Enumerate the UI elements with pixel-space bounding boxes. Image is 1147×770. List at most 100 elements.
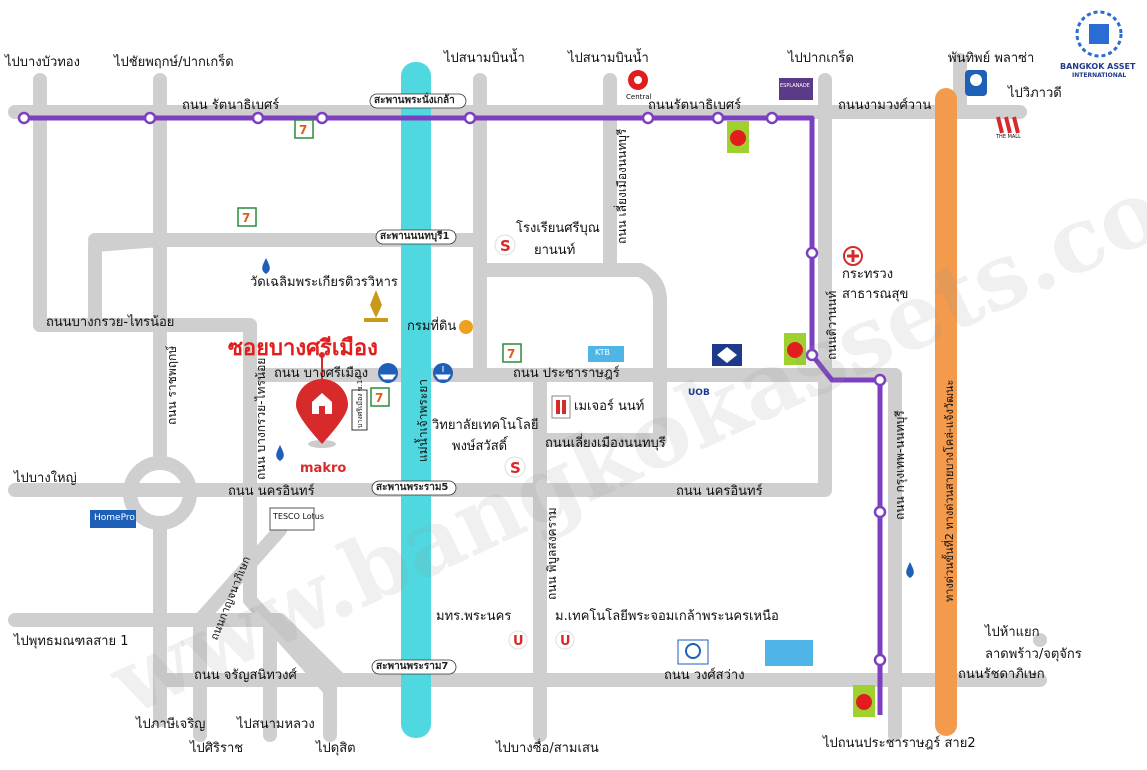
road-label-tiwanon: ถนนติวานนท์: [825, 290, 839, 360]
dest-ha-yaek: ไปห้าแยก: [985, 625, 1040, 640]
place-ministry-2: สาธารณสุข: [842, 287, 909, 302]
dest-chaiyaphruek: ไปชัยพฤกษ์/ปากเกร็ด: [114, 55, 234, 70]
dest-siriraj: ไปศิริราช: [190, 741, 244, 756]
place-college: วิทยาลัยเทคโนโลยี: [432, 418, 539, 433]
tesco-icon: [269, 507, 315, 531]
station: [641, 111, 655, 125]
road-label-krungthep-nonthaburi: ถนน กรุงเทพ-นนทบุรี: [893, 410, 907, 520]
seven-eleven-icon: [370, 387, 390, 407]
station: [873, 373, 887, 387]
place-ktb: KTB: [595, 348, 610, 357]
fuel-icon: [262, 258, 270, 274]
the-mall-icon: [996, 116, 1020, 134]
company-sub: INTERNATIONAL: [1072, 72, 1127, 79]
company-logo-icon: [1075, 10, 1123, 58]
page-title: ซอยบางศรีเมือง: [228, 336, 378, 361]
place-uob: UOB: [688, 388, 710, 398]
bridge-label-rama7: สะพานพระราม7: [376, 661, 449, 672]
ktb-icon: [588, 346, 624, 362]
university-icons: [508, 630, 575, 650]
dest-sanam-luang: ไปสนามหลวง: [237, 717, 315, 732]
road-label-charan: ถนน จรัญสนิทวงศ์: [194, 668, 297, 683]
bridge-label-nonthaburi1: สะพานนนทบุรี1: [380, 231, 450, 242]
station: [873, 505, 887, 519]
station: [873, 653, 887, 667]
place-the-mall: THE MALL: [996, 134, 1021, 140]
dest-bang-bua-thong: ไปบางบัวทอง: [5, 55, 80, 70]
road-label-expressway: ทางด่วนขั้นที่2 ทางด่วนสายบางโคล่-แจ้งวั…: [943, 379, 956, 602]
dest-phutthamonthon: ไปพุทธมณฑลสาย 1: [14, 634, 129, 649]
purple-line: [20, 115, 883, 715]
road-label-ratchaphruek: ถนน ราชพฤกษ์: [165, 345, 179, 425]
dest-bang-sue: ไปบางซื่อ/สามเสน: [496, 741, 599, 756]
road-nakhon-in: [8, 368, 832, 497]
place-school-2: ยานนท์: [534, 243, 576, 258]
dest-phasi-charoen: ไปภาษีเจริญ: [136, 717, 206, 732]
dest-prachachuen2: ไปถนนประชาราษฎร์ สาย2: [823, 736, 976, 751]
place-central: Central: [626, 93, 652, 101]
station: [315, 111, 329, 125]
road-network: [8, 53, 1047, 742]
ktb-icon-2: [765, 640, 813, 666]
road-label-phibunsongkhram: ถนน พิบูลสงคราม: [545, 507, 559, 600]
roundabout: [123, 456, 197, 530]
road-label-wongsawang: ถนน วงศ์สว่าง: [664, 668, 745, 683]
purple-line-stations: [17, 111, 887, 667]
road-label-rattanathibet-w: ถนน รัตนาธิเบศร์: [182, 98, 280, 113]
road-charan-wongsawang: [8, 613, 1047, 687]
road-label-pracharat: ถนน ประชาราษฎร์: [513, 366, 620, 381]
road-label-nakhon-in-w: ถนน นครอินทร์: [228, 484, 315, 499]
dest-airport-2: ไปสนามบินน้ำ: [568, 51, 649, 66]
place-homepro: HomePro: [94, 513, 135, 523]
soi-sign: [351, 389, 368, 431]
station: [805, 348, 819, 362]
place-tesco: TESCO Lotus: [273, 512, 325, 521]
road-label-nakhon-in-e: ถนน นครอินทร์: [676, 484, 763, 499]
seven-eleven-icons: [237, 119, 522, 407]
bridge-label-rama5: สะพานพระราม5: [376, 482, 449, 493]
road-label-bang-kruai: ถนนบางกรวย-ไทรน้อย: [46, 315, 175, 330]
place-wat: วัดเฉลิมพระเกียรติวรวิหาร: [250, 275, 398, 290]
dest-airport-1: ไปสนามบินน้ำ: [444, 51, 525, 66]
svg-text:7: 7: [375, 391, 383, 405]
place-makro: makro: [300, 461, 347, 476]
place-major: เมเจอร์ นนท์: [574, 399, 645, 414]
place-phantip: พันทิพย์ พลาซ่า: [948, 51, 1035, 66]
expressway-line: [935, 88, 957, 736]
road-label-liang-mueang: ถนนเลี่ยงเมืองนนทบุรี: [545, 436, 666, 451]
road-label-bang-si-mueang: ถนน บางศรีเมือง: [274, 366, 369, 381]
company-name: BANGKOK ASSET: [1060, 62, 1136, 71]
fuel-icon: [276, 445, 284, 461]
road-label-liang-mueang-v: ถนน เลี่ยงเมืองนนทบุรี: [615, 128, 629, 244]
central-icon: [628, 70, 648, 90]
temple-icon: [364, 290, 388, 322]
dest-pak-kret: ไปปากเกร็ด: [788, 51, 854, 66]
shell-icons: [494, 234, 526, 478]
place-school: โรงเรียนศรีบุณ: [516, 221, 600, 236]
place-rmutp: มทร.พระนคร: [436, 609, 512, 624]
big-c-icons: [727, 121, 875, 717]
land-dept-dot: [459, 320, 473, 334]
station: [711, 111, 725, 125]
dest-bang-yai: ไปบางใหญ่: [14, 471, 77, 486]
home-icon: [312, 393, 332, 414]
bridge-plate: [371, 480, 457, 496]
place-land-dept: กรมที่ดิน: [407, 319, 457, 334]
ferry-icon: [378, 363, 398, 383]
road-label-rattanathibet-e: ถนนรัตนาธิเบศร์: [648, 98, 742, 113]
bridge-plate: [371, 659, 457, 675]
station: [765, 111, 779, 125]
major-icon: [551, 395, 571, 419]
svg-text:U: U: [560, 634, 571, 649]
svg-text:S: S: [500, 237, 511, 255]
fuel-icons: [262, 258, 914, 578]
place-esplanade: ESPLANADE: [780, 83, 810, 89]
road-label-bang-kruai-v: ถนน บางกรวย-ไทรน้อย: [254, 357, 268, 480]
place-college-2: พงษ์สวัสดิ์: [452, 439, 508, 454]
river-label: แม่น้ำเจ้าพระยา: [416, 378, 430, 462]
dest-vibhavadi: ไปวิภาวดี: [1008, 86, 1062, 101]
soi-sign-label: บางศรีเมือง ซ.14: [356, 375, 364, 428]
svg-text:7: 7: [299, 123, 307, 137]
place-ministry: กระทรวง: [842, 267, 894, 282]
